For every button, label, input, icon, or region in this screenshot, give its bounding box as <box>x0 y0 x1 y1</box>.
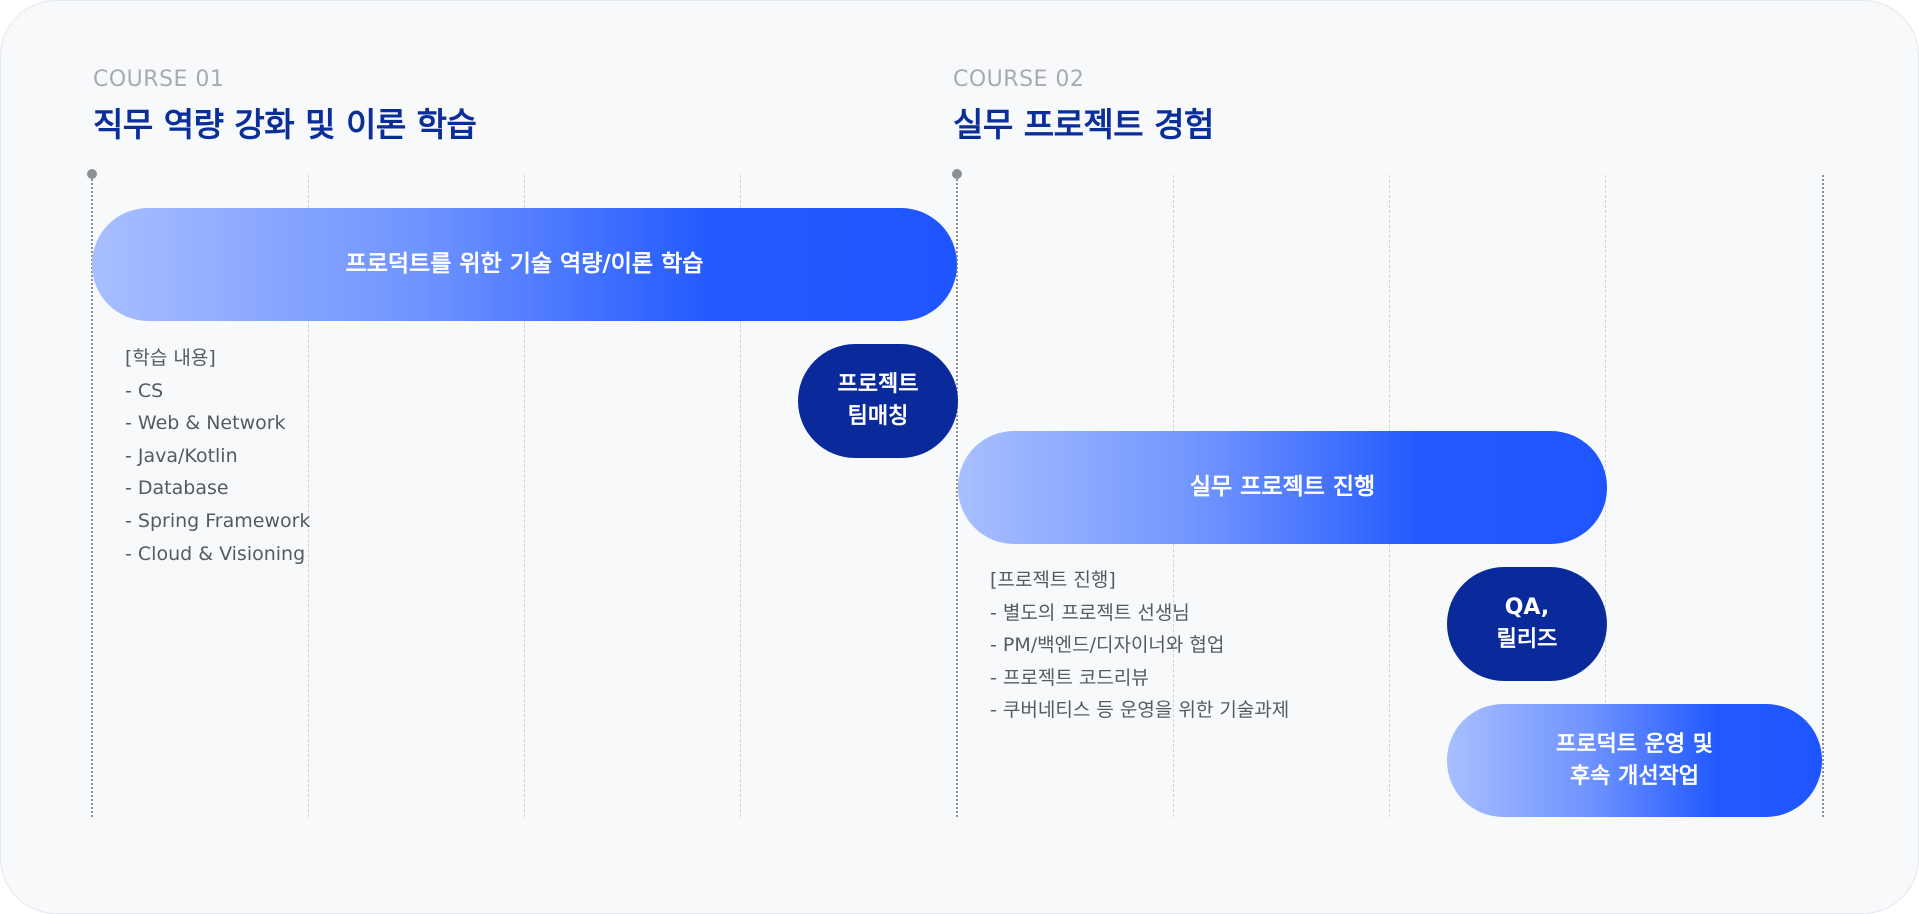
learning-notes-list: [학습 내용] - CS - Web & Network - Java/Kotl… <box>125 342 310 570</box>
timeline-mid-dot <box>952 169 962 179</box>
list-item: - CS <box>125 379 164 402</box>
list-item: [프로젝트 진행] <box>990 569 1116 591</box>
list-item: - Java/Kotlin <box>125 444 238 467</box>
list-item: [학습 내용] <box>125 347 216 369</box>
list-item: - 별도의 프로젝트 선생님 <box>990 601 1190 624</box>
phase-theory-bar: 프로덕트를 위한 기술 역량/이론 학습 <box>92 208 957 321</box>
list-item: - Database <box>125 477 229 500</box>
qa-release-label: QA, 릴리즈 <box>1496 595 1558 652</box>
team-matching-label: 프로젝트 팀매칭 <box>837 372 919 429</box>
course-01-label: COURSE 01 <box>93 67 225 92</box>
list-item: - PM/백엔드/디자이너와 협업 <box>990 634 1225 657</box>
course-01-title: 직무 역량 강화 및 이론 학습 <box>93 105 477 144</box>
list-item: - Cloud & Visioning <box>125 542 306 565</box>
timeline-line-mid <box>956 175 958 817</box>
grid-line <box>740 175 741 817</box>
course-02-label: COURSE 02 <box>953 67 1085 92</box>
team-matching-pill: 프로젝트 팀매칭 <box>798 344 958 458</box>
grid-line <box>308 175 309 817</box>
timeline-line-start <box>91 175 93 817</box>
timeline-line-end <box>1822 175 1824 817</box>
qa-release-pill: QA, 릴리즈 <box>1447 567 1607 681</box>
grid-line <box>524 175 525 817</box>
phase-project-label: 실무 프로젝트 진행 <box>1189 473 1376 500</box>
project-notes-list: [프로젝트 진행] - 별도의 프로젝트 선생님 - PM/백엔드/디자이너와 … <box>990 564 1289 727</box>
phase-theory-label: 프로덕트를 위한 기술 역량/이론 학습 <box>345 250 704 277</box>
phase-project-bar: 실무 프로젝트 진행 <box>958 431 1607 544</box>
phase-operation-bar: 프로덕트 운영 및 후속 개선작업 <box>1447 704 1822 817</box>
list-item: - 프로젝트 코드리뷰 <box>990 666 1149 689</box>
list-item: - Spring Framework <box>125 509 311 532</box>
phase-operation-label: 프로덕트 운영 및 후속 개선작업 <box>1556 731 1713 789</box>
timeline-start-dot <box>87 169 97 179</box>
list-item: - 쿠버네티스 등 운영을 위한 기술과제 <box>990 699 1290 722</box>
course-02-title: 실무 프로젝트 경험 <box>953 105 1214 144</box>
list-item: - Web & Network <box>125 412 286 435</box>
